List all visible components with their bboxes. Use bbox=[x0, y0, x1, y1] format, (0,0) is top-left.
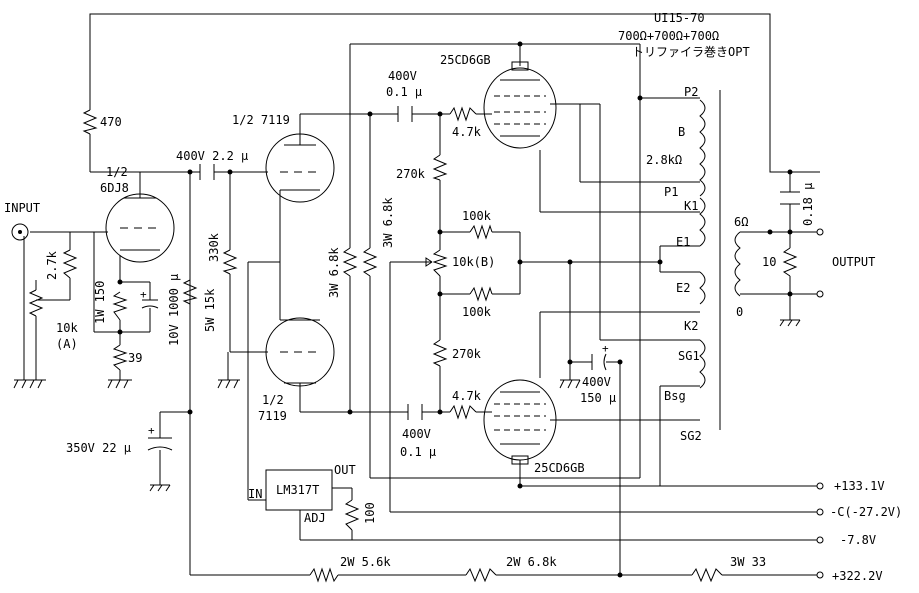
r6_8k-b-label: 3W 6.8k bbox=[381, 197, 395, 248]
tap-e1: E1 bbox=[676, 235, 690, 249]
transformer bbox=[699, 90, 741, 430]
ptube-top: 25CD6GB bbox=[440, 53, 491, 67]
lm317-adj: ADJ bbox=[304, 511, 326, 525]
lm317-in: IN bbox=[248, 487, 262, 501]
r100-label: 100 bbox=[363, 502, 377, 524]
r100k-bot-label: 100k bbox=[462, 305, 492, 319]
wires bbox=[23, 13, 820, 576]
r270k-top-label: 270k bbox=[396, 167, 426, 181]
r330k-label: 330k bbox=[207, 232, 221, 262]
labels: UI15-70 700Ω+700Ω+700Ω トリファイラ巻きOPT P2 B … bbox=[4, 11, 902, 583]
v1-unit: 1/2 bbox=[106, 165, 128, 179]
svg-text:+: + bbox=[602, 342, 609, 355]
tap-b: B bbox=[678, 125, 685, 139]
r6_8k-a-label: 3W 6.8k bbox=[327, 247, 341, 298]
c350-label: 350V 22 μ bbox=[66, 441, 131, 455]
tap-sg1: SG1 bbox=[678, 349, 700, 363]
junction-dots bbox=[117, 41, 793, 578]
tap-bsg: Bsg bbox=[664, 389, 686, 403]
tap-k2: K2 bbox=[684, 319, 698, 333]
c1000-label: 10V 1000 μ bbox=[167, 274, 181, 346]
r6_8k-c-label: 2W 6.8k bbox=[506, 555, 557, 569]
cbot-u: 0.1 μ bbox=[400, 445, 436, 459]
r15k-label: 5W 15k bbox=[203, 288, 217, 332]
v1-type: 6DJ8 bbox=[100, 181, 129, 195]
v133-label: +133.1V bbox=[834, 479, 885, 493]
input-jack-icon[interactable] bbox=[11, 223, 29, 241]
input-label: INPUT bbox=[4, 201, 40, 215]
c2_2u-label: 400V 2.2 μ bbox=[176, 149, 248, 163]
opt-impedance: 700Ω+700Ω+700Ω bbox=[618, 29, 719, 43]
r4_7k-bot-label: 4.7k bbox=[452, 389, 482, 403]
v2a-label: 1/2 7119 bbox=[232, 113, 290, 127]
ptube-bot: 25CD6GB bbox=[534, 461, 585, 475]
svg-text:+: + bbox=[140, 288, 147, 301]
lm317-label: LM317T bbox=[276, 483, 319, 497]
ground-icons bbox=[13, 319, 801, 492]
tap-sg2: SG2 bbox=[680, 429, 702, 443]
r33-label: 3W 33 bbox=[730, 555, 766, 569]
r100k-top-label: 100k bbox=[462, 209, 492, 223]
opt-type: トリファイラ巻きOPT bbox=[632, 45, 750, 59]
r5_6k-label: 2W 5.6k bbox=[340, 555, 391, 569]
r150-label: 1W 150 bbox=[93, 281, 107, 324]
c150-v: 400V bbox=[582, 375, 611, 389]
opt-model: UI15-70 bbox=[654, 11, 705, 25]
c018-label: 0.18 μ bbox=[801, 183, 815, 226]
r270k-bot-label: 270k bbox=[452, 347, 482, 361]
vr10k-sub: (A) bbox=[56, 337, 78, 351]
vr10k-label: 10k bbox=[56, 321, 78, 335]
sec-0: 0 bbox=[736, 305, 743, 319]
vr10kb-label: 10k(B) bbox=[452, 255, 495, 269]
tap-k1: K1 bbox=[684, 199, 698, 213]
output-terminals[interactable] bbox=[816, 228, 824, 579]
ctop-v: 400V bbox=[388, 69, 417, 83]
r4_7k-top-label: 4.7k bbox=[452, 125, 482, 139]
tap-e2: E2 bbox=[676, 281, 690, 295]
lm317-box bbox=[265, 469, 333, 511]
vneg-label: -C(-27.2V) bbox=[830, 505, 902, 519]
v322-label: +322.2V bbox=[832, 569, 883, 583]
lm317-out: OUT bbox=[334, 463, 356, 477]
tap-b-res: 2.8kΩ bbox=[646, 153, 682, 167]
r2_7k-label: 2.7k bbox=[45, 250, 59, 280]
capacitors bbox=[141, 106, 800, 451]
v2b-unit: 1/2 bbox=[262, 393, 284, 407]
sec-6ohm: 6Ω bbox=[734, 215, 748, 229]
ctop-u: 0.1 μ bbox=[386, 85, 422, 99]
svg-text:+: + bbox=[148, 424, 155, 437]
tap-p1: P1 bbox=[664, 185, 678, 199]
v2b-type: 7119 bbox=[258, 409, 287, 423]
tubes bbox=[105, 61, 557, 465]
cbot-v: 400V bbox=[402, 427, 431, 441]
output-label: OUTPUT bbox=[832, 255, 875, 269]
r39-label: 39 bbox=[128, 351, 142, 365]
r470-label: 470 bbox=[100, 115, 122, 129]
tap-p2: P2 bbox=[684, 85, 698, 99]
c150-u: 150 μ bbox=[580, 391, 616, 405]
r10-label: 10 bbox=[762, 255, 776, 269]
v78-label: -7.8V bbox=[840, 533, 876, 547]
resistors bbox=[28, 106, 798, 583]
